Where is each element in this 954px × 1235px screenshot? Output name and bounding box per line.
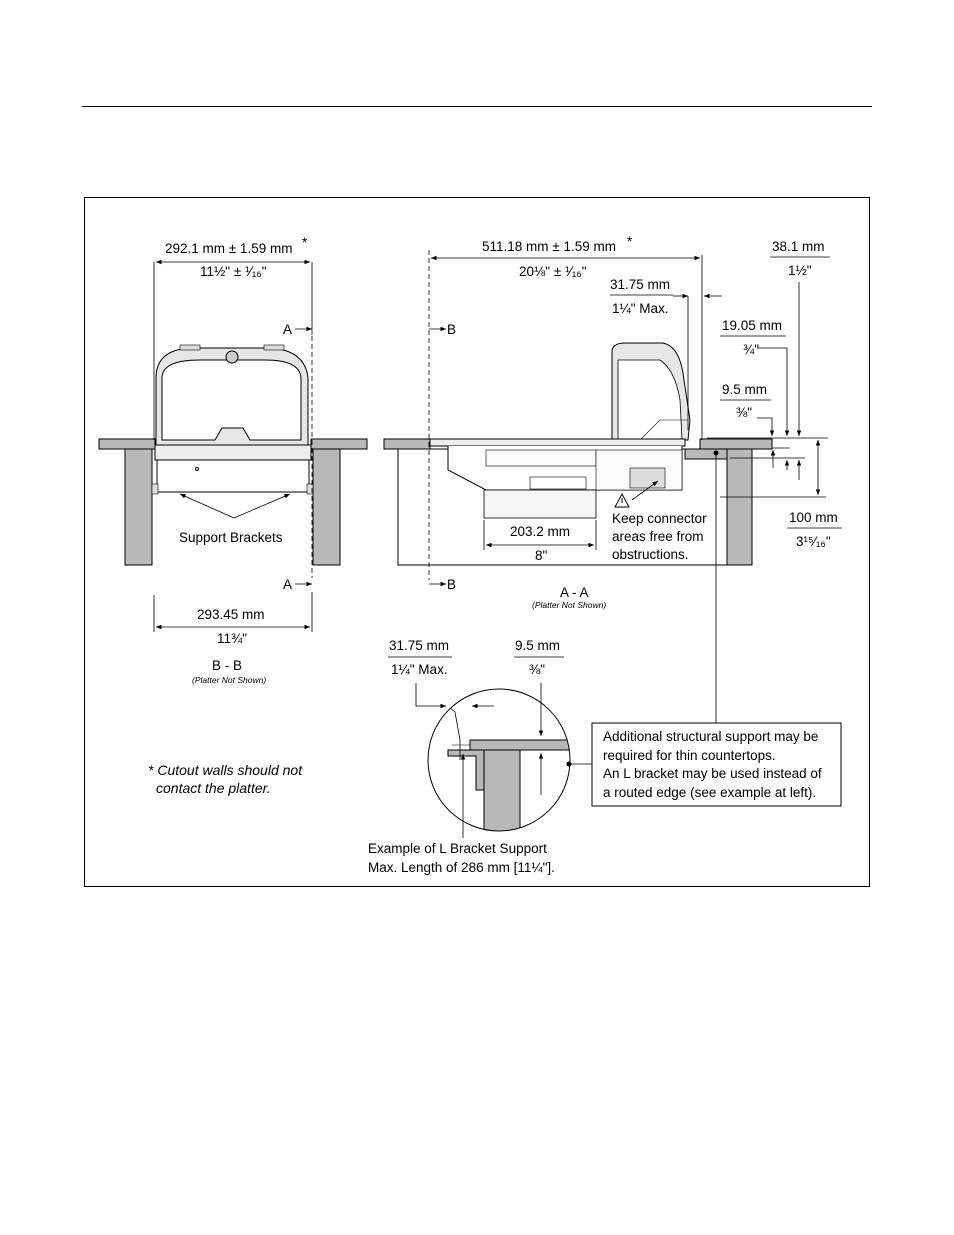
- connector-note-2: areas free from: [612, 529, 704, 544]
- connector-note-3: obstructions.: [612, 547, 689, 562]
- footnote-2: contact the platter.: [156, 780, 271, 796]
- dim-19-in: ¾": [743, 342, 759, 357]
- right-section-note: (Platter Not Shown): [532, 600, 606, 610]
- footnote-1: * Cutout walls should not: [148, 762, 303, 778]
- left-view: 292.1 mm ± 1.59 mm * 11½" ± ¹⁄₁₆" A Supp…: [98, 235, 368, 685]
- right-max-mm: 31.75 mm: [610, 277, 670, 292]
- detail-gap-mm: 9.5 mm: [515, 638, 560, 653]
- support-note-4: a routed edge (see example at left).: [603, 785, 816, 800]
- right-section-b-bottom: B: [447, 577, 456, 592]
- connector-note-1: Keep connector: [612, 511, 707, 526]
- detail-max-in: 1¼" Max.: [391, 662, 448, 677]
- scanner-body: [156, 459, 310, 493]
- detail-max-mm: 31.75 mm: [389, 638, 449, 653]
- header-rule: [82, 106, 872, 107]
- l-bracket-caption-1: Example of L Bracket Support: [368, 841, 547, 856]
- depth-mm: 100 mm: [789, 510, 838, 525]
- left-section-a-bottom: A: [283, 577, 292, 592]
- dim-19-mm: 19.05 mm: [722, 318, 782, 333]
- detail-view: 31.75 mm 1¼" Max. 9.5 mm ⅜" Example of L…: [368, 638, 842, 875]
- width-in: 8": [535, 548, 548, 563]
- left-overall-in: 11½" ± ¹⁄₁₆": [200, 264, 267, 279]
- dim-9-mm: 9.5 mm: [722, 382, 767, 397]
- support-note-2: required for thin countertops.: [603, 748, 776, 763]
- right-counter-right: [699, 438, 773, 450]
- left-counter-right: [310, 438, 368, 450]
- right-overall-star: *: [627, 234, 633, 249]
- right-counter-left: [383, 438, 431, 450]
- left-inner-mm: 293.45 mm: [197, 607, 265, 622]
- right-cabinet-post: [726, 448, 753, 566]
- l-bracket-caption-2: Max. Length of 286 mm [11¼"].: [368, 860, 555, 875]
- detail-circle: [427, 688, 571, 832]
- figure-frame: [84, 197, 870, 887]
- support-note-box: [591, 722, 842, 807]
- left-inner-in: 11¾": [217, 631, 247, 646]
- depth-in: 3¹⁵⁄₁₆": [796, 534, 831, 549]
- left-counter-left: [98, 438, 156, 450]
- left-section-note: (Platter Not Shown): [192, 675, 266, 685]
- support-note-1: Additional structural support may be: [603, 729, 818, 744]
- left-cabinet-right: [312, 448, 341, 566]
- right-overall-in: 20⅛" ± ¹⁄₁₆": [519, 264, 587, 279]
- left-overall-star: *: [302, 235, 308, 250]
- scanner-lower-box: [483, 489, 597, 519]
- left-section-a-top: A: [283, 322, 292, 337]
- dim-38-in: 1½": [788, 263, 812, 278]
- width-mm: 203.2 mm: [510, 524, 570, 539]
- right-section-b-top: B: [447, 322, 456, 337]
- support-note-3: An L bracket may be used instead of: [603, 766, 822, 781]
- right-max-in: 1¼" Max.: [612, 301, 669, 316]
- dim-38-mm: 38.1 mm: [772, 239, 825, 254]
- left-section-title: B - B: [212, 658, 242, 673]
- detail-gap-in: ⅜": [529, 662, 545, 677]
- left-cabinet-left: [124, 448, 153, 566]
- left-support-brackets: Support Brackets: [179, 530, 283, 545]
- right-overall-mm: 511.18 mm ± 1.59 mm: [482, 239, 616, 254]
- right-view: 511.18 mm ± 1.59 mm * 20⅛" ± ¹⁄₁₆" B B 3…: [383, 234, 842, 723]
- right-section-title: A - A: [560, 585, 589, 600]
- left-overall-mm: 292.1 mm ± 1.59 mm: [165, 241, 292, 256]
- dim-9-in: ⅜": [736, 405, 752, 420]
